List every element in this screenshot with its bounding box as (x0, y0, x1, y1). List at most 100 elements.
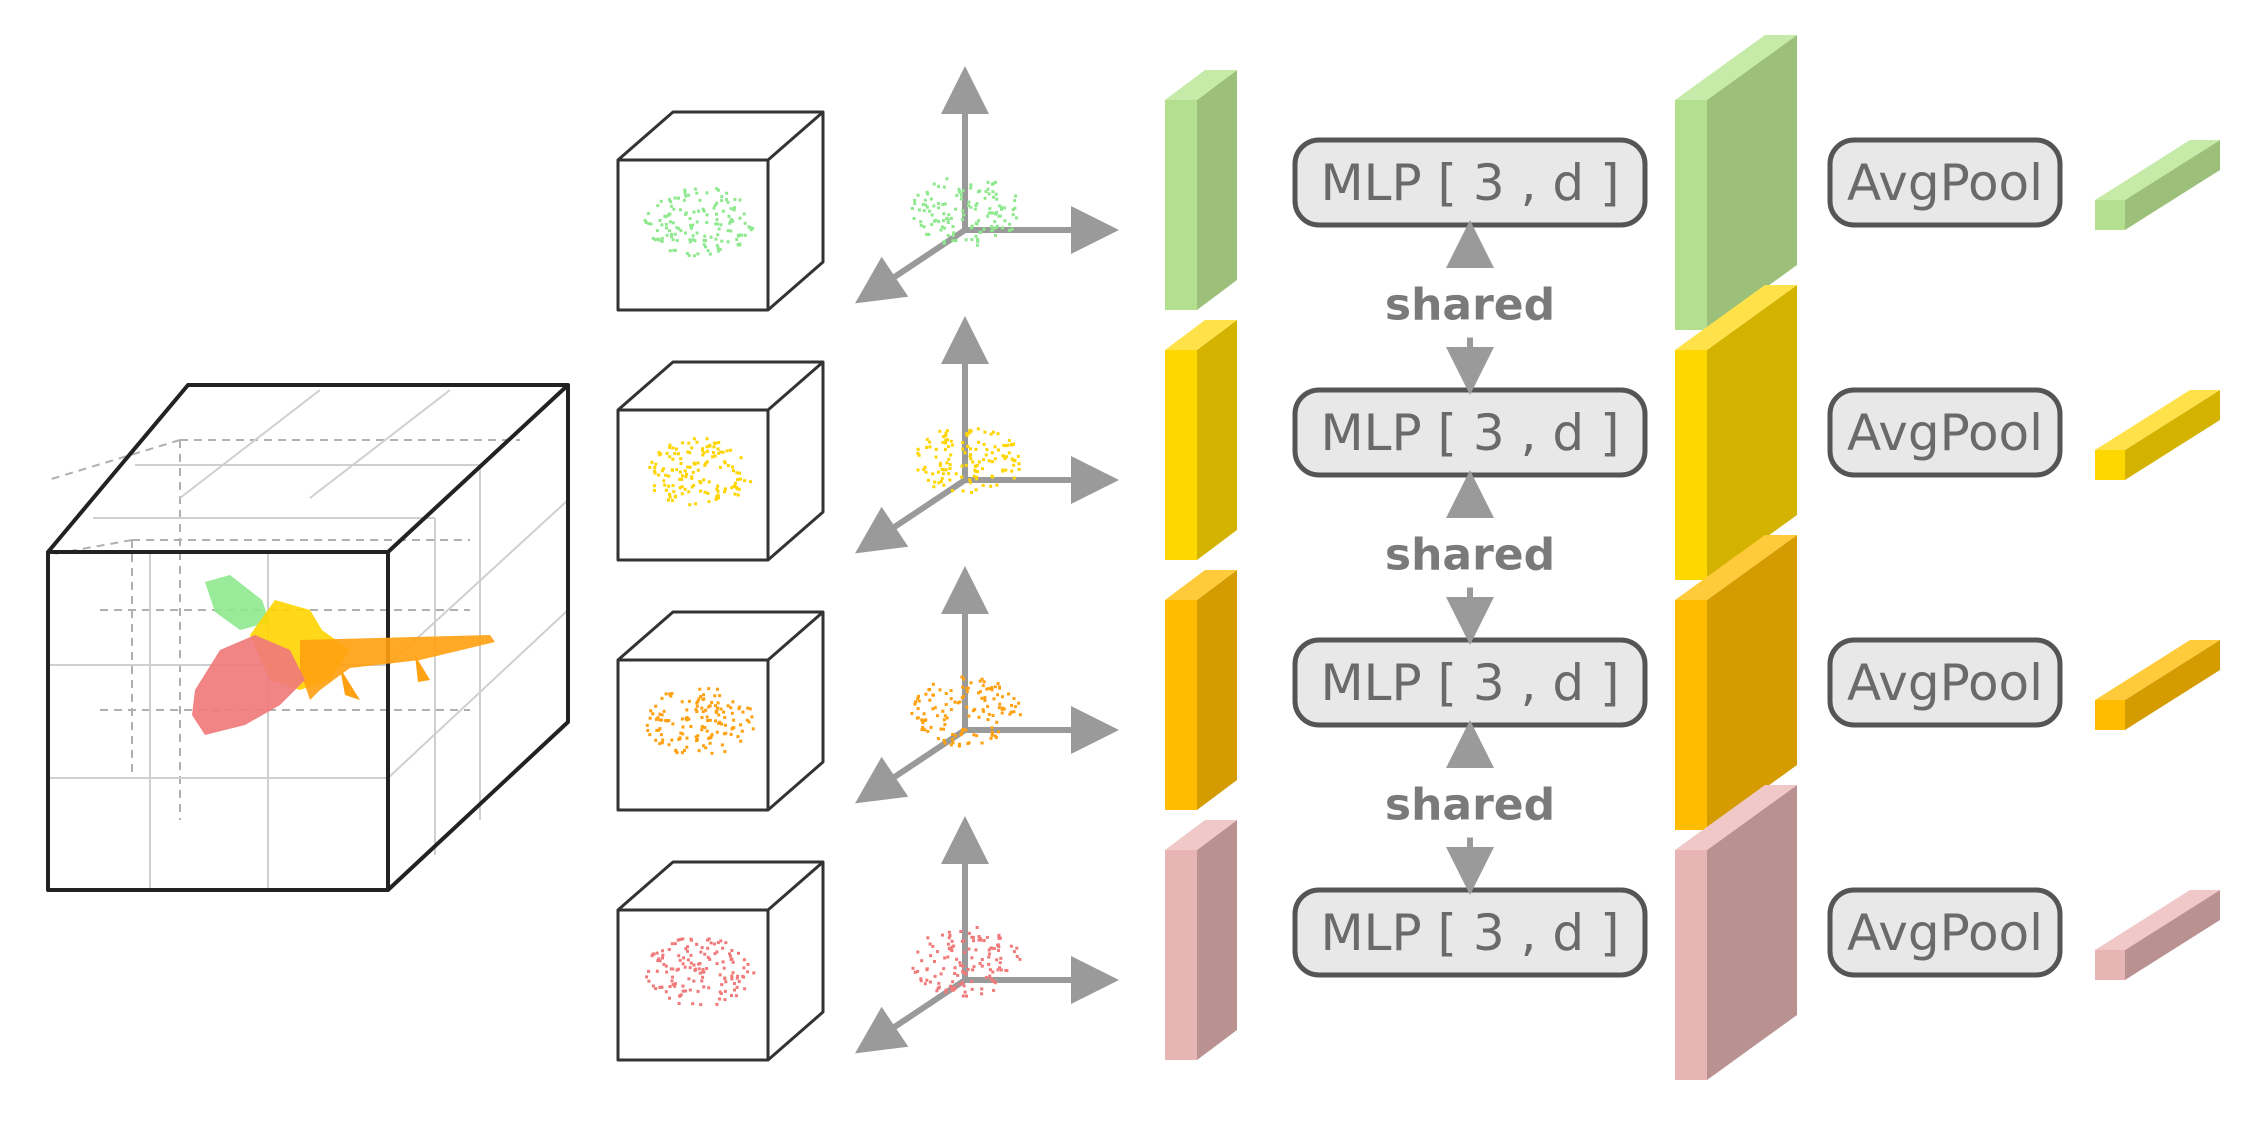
cloud-point (958, 190, 961, 194)
cloud-point (671, 983, 675, 987)
cloud-point (730, 949, 734, 952)
cloud-point (749, 480, 753, 484)
cloud-point (953, 700, 957, 704)
cloud-point (653, 469, 657, 473)
cloud-point (961, 209, 965, 213)
cloud-point (949, 947, 953, 951)
cloud-point (684, 194, 688, 198)
cloud-point (988, 968, 992, 972)
cube-edge (767, 360, 824, 412)
cloud-point (974, 447, 978, 451)
cloud-point (950, 945, 954, 949)
cloud-point (966, 686, 970, 690)
block-front (1165, 100, 1197, 310)
cloud-point (958, 961, 962, 965)
cloud-point (934, 447, 938, 451)
cloud-point (1013, 206, 1017, 210)
cloud-point (980, 677, 984, 681)
cloud-point (951, 234, 955, 238)
cloud-point (1004, 468, 1008, 472)
cloud-point (692, 210, 696, 214)
cloud-point (690, 476, 694, 480)
cloud-point (673, 196, 677, 200)
cloud-point (680, 700, 684, 704)
cloud-point (660, 223, 664, 227)
shared-label: shared (1385, 780, 1555, 831)
cloud-point (997, 730, 1000, 734)
avgpool-box: AvgPool (1827, 137, 2063, 228)
cloud-point (966, 968, 970, 971)
cloud-point (1000, 207, 1003, 211)
cloud-point (696, 734, 700, 738)
cloud-point (740, 729, 744, 733)
cloud-point (717, 721, 721, 725)
cloud-point (982, 680, 986, 684)
cloud-point (910, 712, 914, 715)
cloud-point (735, 976, 739, 980)
cloud-point (989, 736, 993, 740)
cloud-point (660, 240, 664, 243)
cloud-point (944, 431, 948, 435)
cloud-point (708, 252, 712, 256)
cloud-point (702, 744, 705, 748)
cloud-point (991, 430, 995, 434)
cloud-point (657, 473, 661, 477)
cloud-point (716, 188, 720, 192)
cloud-point (716, 246, 720, 250)
cloud-point (957, 744, 961, 748)
cloud-point (991, 190, 995, 194)
cloud-point (1005, 455, 1009, 459)
cloud-point (703, 234, 707, 238)
cloud-point (987, 962, 991, 966)
cloud-point (687, 254, 691, 257)
cloud-point (729, 207, 733, 211)
cloud-point (700, 979, 704, 983)
cloud-point (931, 472, 935, 476)
cloud-point (677, 954, 681, 958)
cloud-point (697, 209, 700, 213)
cloud-point (727, 214, 731, 218)
cloud-point (720, 239, 724, 243)
block-side (1197, 70, 1237, 310)
cloud-point (718, 997, 722, 1001)
cloud-point (719, 465, 722, 469)
cloud-point (937, 220, 941, 223)
cloud-point (941, 933, 944, 937)
cloud-point (730, 977, 734, 981)
cloud-point (993, 685, 997, 689)
cloud-point (701, 968, 705, 971)
cloud-point (990, 733, 994, 737)
cloud-point (729, 220, 733, 224)
local-axes (855, 316, 1119, 554)
cloud-point (729, 954, 732, 958)
cloud-point (651, 984, 655, 988)
cloud-point (928, 440, 932, 444)
cloud-point (984, 976, 988, 980)
cloud-point (924, 692, 928, 696)
cloud-point (678, 486, 682, 490)
cloud-point (703, 726, 707, 729)
cloud-point (723, 460, 726, 464)
cloud-point (647, 979, 651, 983)
cloud-point (960, 696, 964, 700)
cloud-point (736, 974, 740, 978)
cloud-point (658, 742, 662, 746)
cloud-point (992, 947, 996, 951)
block-top (1165, 820, 1237, 850)
cloud-point (725, 191, 729, 195)
mlp-feature-block (1675, 35, 1797, 330)
cloud-point (739, 723, 743, 727)
cloud-point (688, 503, 692, 507)
block-side (1707, 785, 1797, 1080)
cloud-point (925, 232, 929, 236)
cloud-point (950, 443, 954, 447)
local-point-cloud (648, 437, 753, 507)
cloud-point (697, 697, 701, 701)
cloud-point (967, 741, 971, 745)
block-front (1165, 850, 1197, 1060)
cloud-point (977, 691, 980, 695)
cloud-point (687, 490, 691, 494)
cloud-point (697, 967, 701, 971)
block-top (1675, 35, 1797, 100)
mlp-box: MLP [ 3 , d ] (1292, 637, 1648, 728)
